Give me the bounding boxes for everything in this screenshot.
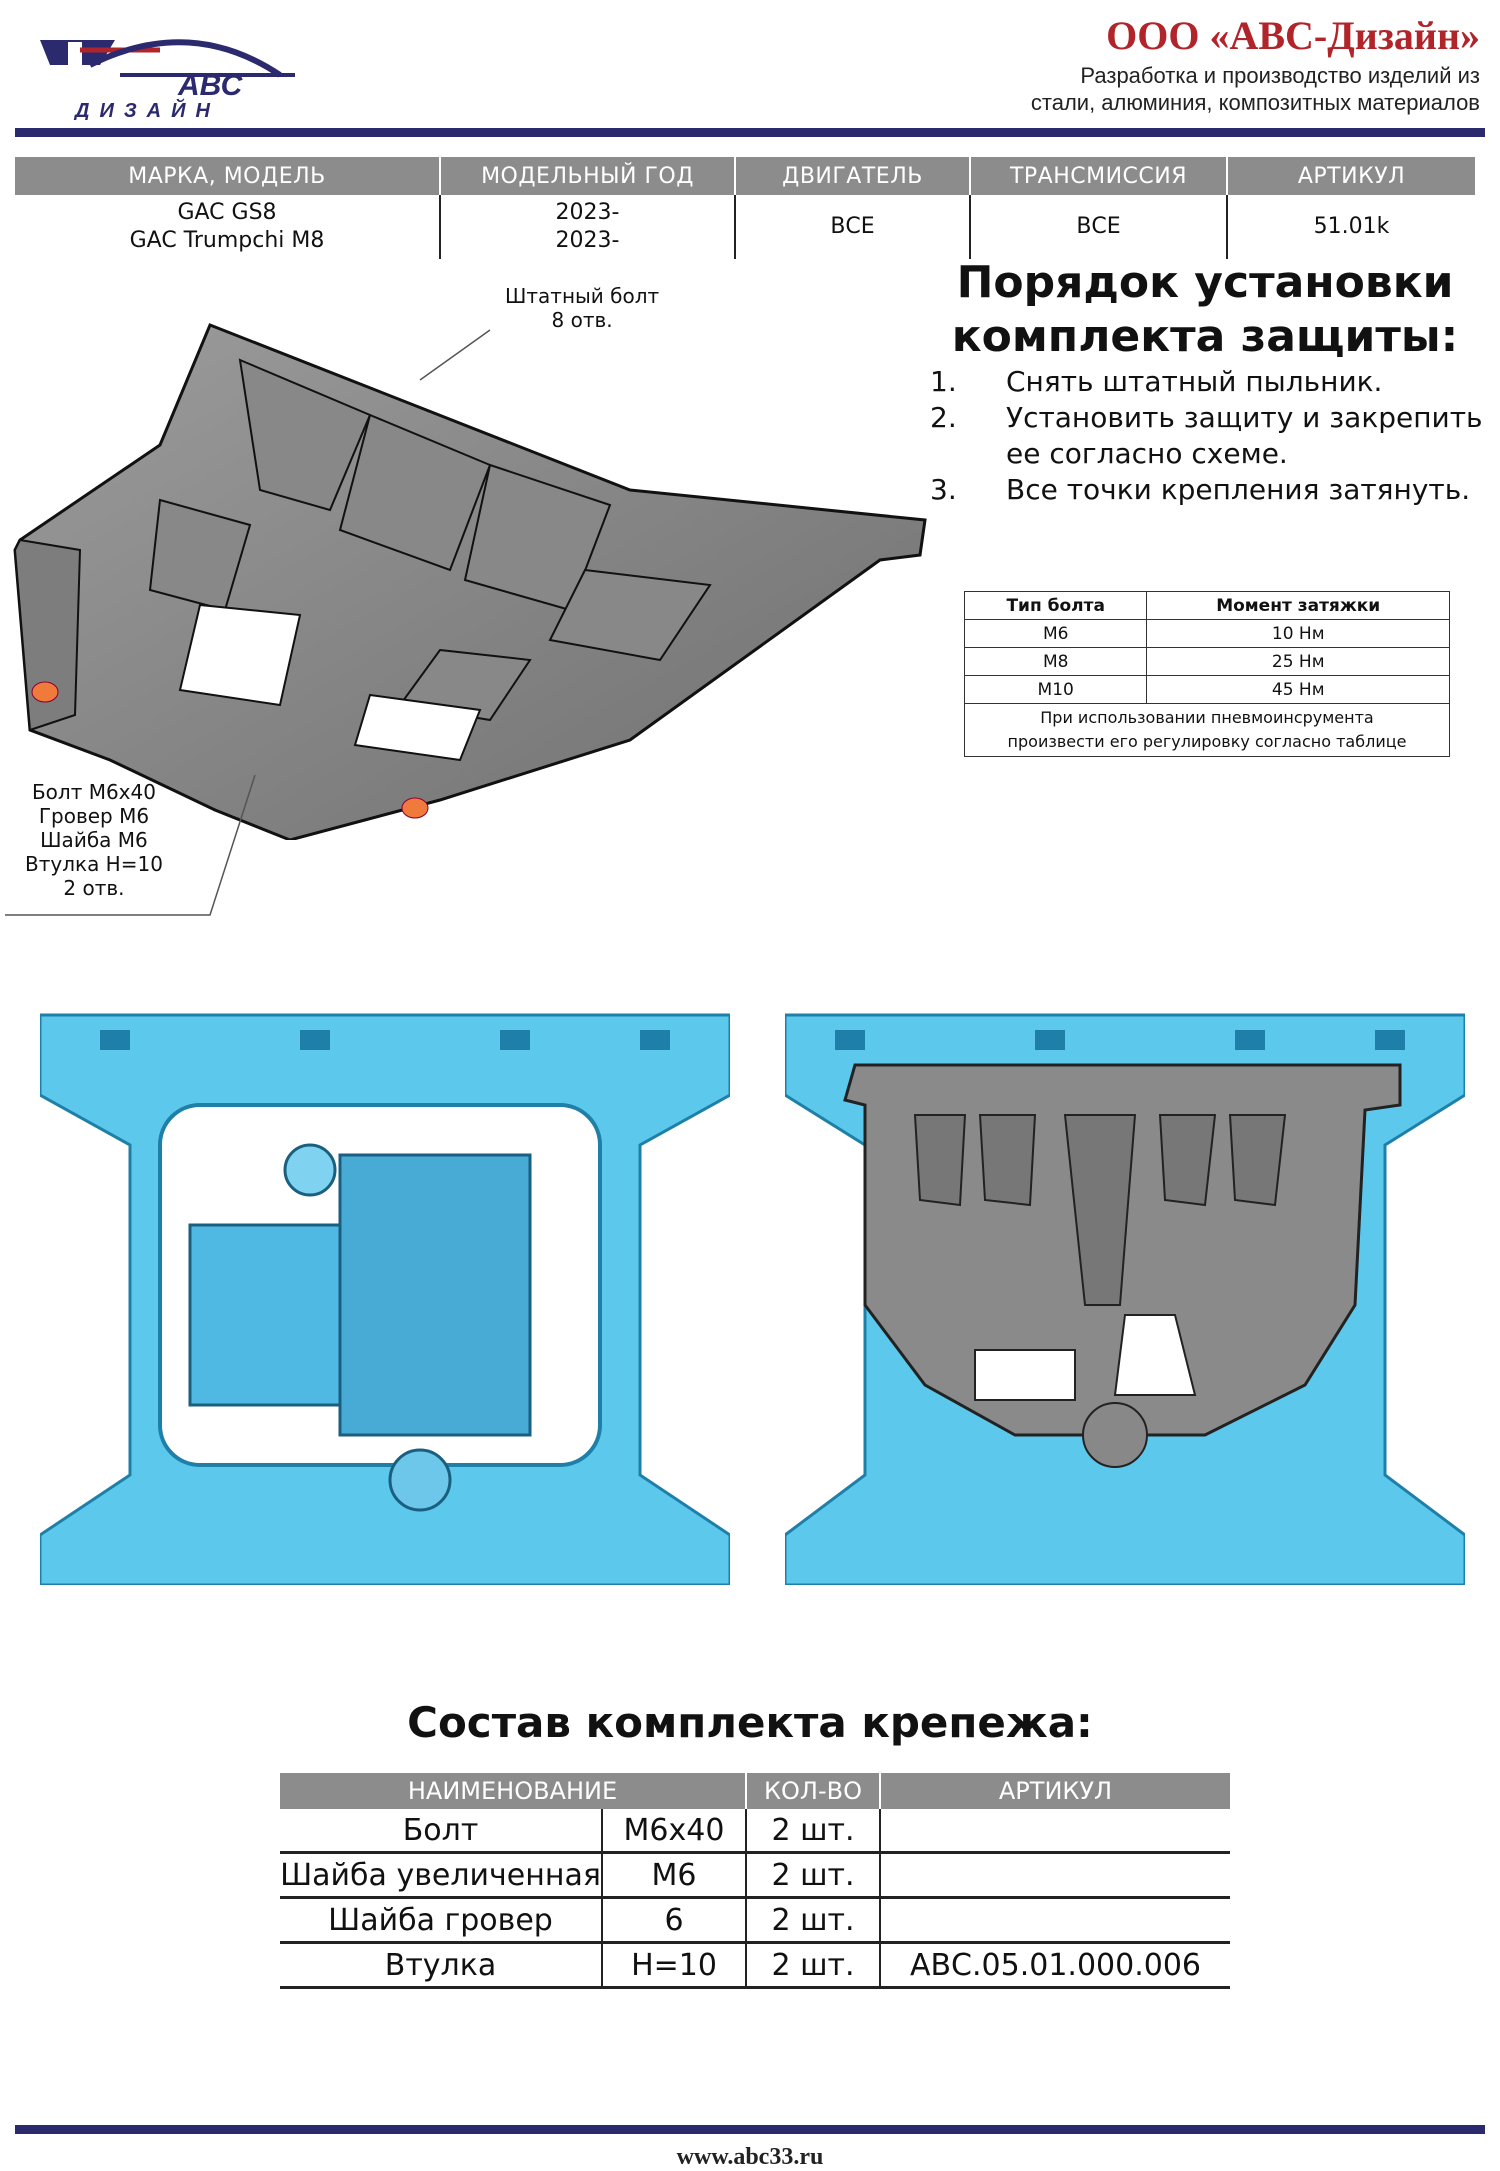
kit-row: Втулка Н=10 2 шт. АВС.05.01.000.006 xyxy=(280,1942,1230,1989)
vehicle-table-header: МАРКА, МОДЕЛЬ МОДЕЛЬНЫЙ ГОД ДВИГАТЕЛЬ ТР… xyxy=(15,157,1475,195)
col-header-year: МОДЕЛЬНЫЙ ГОД xyxy=(439,157,735,195)
instruction-step: 2. Установить защиту и закрепить ее согла… xyxy=(930,400,1490,472)
callout-left-line: Шайба М6 xyxy=(40,828,148,852)
header-rule xyxy=(15,128,1485,137)
kit-item-name: Шайба гровер xyxy=(280,1897,602,1944)
torque-bolt: М10 xyxy=(963,675,1148,704)
kit-item-qty: 2 шт. xyxy=(745,1809,880,1854)
kit-item-size: М6х40 xyxy=(601,1809,746,1854)
callout-left-line: Болт М6х40 xyxy=(31,780,156,804)
year-line-2: 2023- xyxy=(555,228,620,253)
kit-item-name: Шайба увеличенная xyxy=(280,1852,602,1899)
cell-article: 51.01k xyxy=(1226,195,1475,259)
torque-note-line-2: произвести его регулировку согласно табл… xyxy=(1007,732,1407,751)
year-line-1: 2023- xyxy=(555,200,620,225)
kit-row: Шайба гровер 6 2 шт. xyxy=(280,1897,1230,1944)
step-number: 3. xyxy=(930,473,957,506)
kit-item-size: М6 xyxy=(601,1852,746,1899)
kit-item-qty: 2 шт. xyxy=(745,1942,880,1989)
model-line-1: GAC GS8 xyxy=(177,200,277,225)
company-header: ООО «АВС-Дизайн» Разработка и производст… xyxy=(1031,10,1480,116)
torque-value: 25 Нм xyxy=(1146,647,1450,676)
torque-note-row: При использовании пневмоинсрумента произ… xyxy=(964,703,1450,757)
kit-title: Состав комплекта крепежа: xyxy=(407,1698,1093,1747)
kit-item-qty: 2 шт. xyxy=(745,1897,880,1944)
torque-bolt: М8 xyxy=(963,647,1148,676)
kit-item-size: Н=10 xyxy=(601,1942,746,1989)
kit-item-article xyxy=(879,1897,1230,1944)
kit-col-qty: КОЛ-ВО xyxy=(746,1773,881,1809)
instructions-title-line-1: Порядок установки xyxy=(956,257,1454,308)
company-sub-line-2: стали, алюминия, композитных материалов xyxy=(1030,90,1480,115)
model-line-2: GAC Trumpchi M8 xyxy=(129,228,325,253)
company-logo: АВС ДИЗАЙН xyxy=(40,39,295,120)
underbody-photo-before xyxy=(40,975,730,1585)
kit-row: Шайба увеличенная М6 2 шт. xyxy=(280,1852,1230,1899)
callout-left-line: 2 отв. xyxy=(63,876,125,900)
kit-col-name: НАИМЕНОВАНИЕ xyxy=(280,1773,747,1809)
company-name: ООО «АВС-Дизайн» xyxy=(1106,13,1480,58)
kit-item-name: Втулка xyxy=(280,1942,602,1989)
kit-item-size: 6 xyxy=(601,1897,746,1944)
skid-plate-drawing xyxy=(13,323,927,840)
instructions-title: Порядок установки комплекта защиты: xyxy=(930,256,1480,364)
torque-note-line-1: При использовании пневмоинсрумента xyxy=(1040,708,1374,727)
kit-table: НАИМЕНОВАНИЕ КОЛ-ВО АРТИКУЛ Болт М6х40 2… xyxy=(280,1773,1230,1989)
instructions-list: 1. Снять штатный пыльник. 2. Установить за… xyxy=(930,364,1490,508)
instructions-title-line-2: комплекта защиты: xyxy=(951,311,1459,362)
step-number: 2. xyxy=(930,401,957,434)
cell-model: GAC GS8 GAC Trumpchi M8 xyxy=(15,195,440,259)
callout-fasteners: Болт М6х40 Гровер М6 Шайба М6 Втулка Н=1… xyxy=(25,780,163,900)
kit-header: НАИМЕНОВАНИЕ КОЛ-ВО АРТИКУЛ xyxy=(280,1773,1230,1809)
kit-item-article: АВС.05.01.000.006 xyxy=(879,1942,1230,1989)
logo-design-text: ДИЗАЙН xyxy=(73,98,220,120)
cell-transmission: ВСЕ xyxy=(969,195,1227,259)
vehicle-table: МАРКА, МОДЕЛЬ МОДЕЛЬНЫЙ ГОД ДВИГАТЕЛЬ ТР… xyxy=(15,157,1475,259)
torque-bolt: М6 xyxy=(963,619,1148,648)
callout-left-leader xyxy=(5,774,256,916)
underbody-photo-after xyxy=(785,975,1465,1585)
col-header-model: МАРКА, МОДЕЛЬ xyxy=(15,157,440,195)
kit-item-qty: 2 шт. xyxy=(745,1852,880,1899)
callout-left-line: Гровер М6 xyxy=(38,804,150,828)
logo-abc-text: АВС xyxy=(177,69,244,102)
callout-left-line: Втулка Н=10 xyxy=(25,852,163,876)
col-header-transmission: ТРАНСМИССИЯ xyxy=(969,157,1227,195)
footer-url[interactable]: www.abc33.ru xyxy=(676,2144,824,2170)
step-text: Установить защиту и закрепить ее согласн… xyxy=(1006,401,1483,470)
col-header-article: АРТИКУЛ xyxy=(1226,157,1475,195)
torque-col-moment: Момент затяжки xyxy=(1146,591,1450,620)
kit-col-article: АРТИКУЛ xyxy=(880,1773,1230,1809)
torque-header: Тип болта Момент затяжки xyxy=(963,591,1450,620)
callout-top-line-2: 8 отв. xyxy=(551,308,613,332)
kit-item-name: Болт xyxy=(280,1809,602,1854)
kit-item-article xyxy=(879,1809,1230,1854)
torque-note: При использовании пневмоинсрумента произ… xyxy=(964,703,1450,757)
footer-rule xyxy=(15,2125,1485,2134)
torque-value: 45 Нм xyxy=(1146,675,1450,704)
instruction-step: 1. Снять штатный пыльник. xyxy=(930,364,1490,400)
cell-year: 2023- 2023- xyxy=(439,195,735,259)
kit-item-article xyxy=(879,1852,1230,1899)
torque-col-bolt: Тип болта xyxy=(963,591,1148,620)
callout-top-line-1: Штатный болт xyxy=(505,284,660,308)
company-sub-line-1: Разработка и производство изделий из xyxy=(1080,63,1480,88)
cell-engine: ВСЕ xyxy=(734,195,970,259)
col-header-engine: ДВИГАТЕЛЬ xyxy=(734,157,970,195)
torque-value: 10 Нм xyxy=(1146,619,1450,648)
callout-standard-bolt: Штатный болт 8 отв. xyxy=(505,284,659,332)
instruction-step: 3. Все точки крепления затянуть. xyxy=(930,472,1490,508)
vehicle-table-row: GAC GS8 GAC Trumpchi M8 2023- 2023- ВСЕ … xyxy=(15,195,1475,259)
step-text: Все точки крепления затянуть. xyxy=(1006,473,1471,506)
step-number: 1. xyxy=(930,365,957,398)
step-text: Снять штатный пыльник. xyxy=(1006,365,1383,398)
kit-row: Болт М6х40 2 шт. xyxy=(280,1809,1230,1854)
